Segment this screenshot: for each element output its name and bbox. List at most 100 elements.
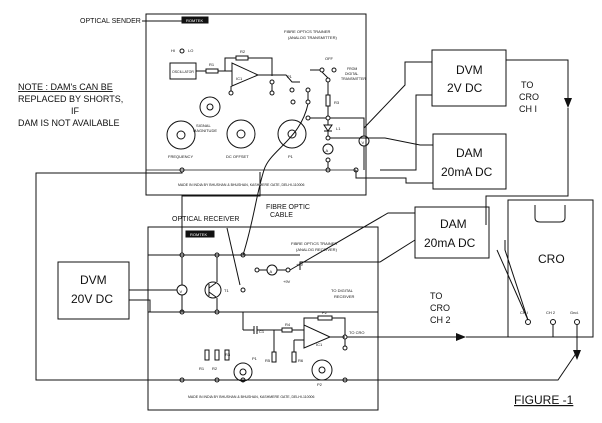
dvm-left-label-2: 20V DC (71, 292, 113, 306)
cro-ch2-terminal (550, 319, 556, 325)
to-digital-receiver-2: RECEIVER (334, 294, 355, 299)
rx-ammeter-a: A (270, 269, 273, 274)
tx-voltmeter-v: V (362, 140, 365, 145)
rx-r3-label: R3 (225, 352, 231, 357)
r2-resistor (235, 55, 249, 61)
dvm-left-label-1: DVM (80, 273, 107, 287)
r1-label: R1 (209, 62, 215, 67)
cro-ch2-label: CH 2 (546, 310, 556, 315)
annotations: OPTICAL SENDER NOTE : DAM's CAN BE REPLA… (18, 18, 574, 407)
dvm-left: DVM 20V DC (57, 261, 130, 320)
rx-p1-label: P1 (252, 356, 258, 361)
tx-ammeter-symbol (322, 143, 334, 155)
rx-p2-knob-label: P2 (317, 382, 323, 387)
to-cro-ch2-1: TO (430, 291, 442, 301)
dvm-top: DVM 2V DC (431, 49, 507, 107)
cro-ch1-terminal (525, 319, 531, 325)
r6-resistor (291, 351, 297, 363)
p2-label: P2 (322, 310, 328, 315)
fibre-optic-label-1: FIBRE OPTIC (266, 204, 310, 211)
dvm-top-label-2: 2V DC (447, 81, 483, 95)
p1-label: P1 (287, 74, 293, 79)
ic1-label: IC1 (236, 76, 243, 81)
cro: CRO CH I CH 2 Gnd. (507, 199, 594, 338)
note-line-2: REPLACED BY SHORTS, (18, 94, 123, 104)
tx-ammeter-a: A (326, 148, 329, 153)
t1-label: T1 (224, 288, 229, 293)
receiver-title-2: (ANALOG RECEIVER) (296, 247, 338, 252)
note-line-4: DAM IS NOT AVAILABLE (18, 118, 120, 128)
r1-resistor (205, 68, 219, 74)
t1-phototransistor (204, 281, 222, 299)
rx-p1-knob[interactable] (233, 362, 253, 382)
frequency-knob[interactable] (166, 120, 196, 150)
transmitter-brand-badge (181, 16, 209, 24)
to-cro-ch1-1: TO (521, 80, 533, 90)
tx-terminal (228, 90, 234, 96)
rx-p2-knob[interactable] (311, 359, 333, 381)
c1-label: C1 (259, 329, 265, 334)
dam-mid: DAM 20mA DC (414, 206, 490, 259)
transmitter-board: ROMTEK FIBRE OPTICS TRAINER (ANALOG TRAN… (145, 13, 367, 196)
ic1-opamp (231, 62, 260, 87)
off-label: OFF (325, 56, 334, 61)
dam-mid-label-1: DAM (440, 217, 467, 231)
r3-label: R3 (334, 100, 340, 105)
figure-label: FIGURE -1 (514, 393, 574, 407)
transmitter-brand: ROMTEK (186, 18, 203, 23)
r5-resistor (271, 351, 277, 363)
rx-r3-resistor (224, 349, 230, 361)
receiver-board: ROMTEK FIBRE OPTICS TRAINER (ANALOG RECE… (147, 226, 379, 411)
to-cro-ch2-3: CH 2 (430, 315, 451, 325)
to-cro-ch1-2: CRO (519, 92, 539, 102)
cro-ch1-label: CH I (520, 310, 528, 315)
dam-top-label-1: DAM (456, 146, 483, 160)
transmitter-title-1: FIBRE OPTICS TRAINER (284, 29, 330, 34)
to-cro-ch2-2: CRO (430, 303, 450, 313)
r3-resistor (325, 94, 331, 107)
r4-resistor (281, 327, 293, 333)
rx-r1-label: R1 (199, 366, 205, 371)
cro-gnd-label: Gnd. (570, 310, 579, 315)
rx-ic1-label: IC1 (316, 342, 323, 347)
r2-label: R2 (240, 49, 246, 54)
dam-mid-label-2: 20mA DC (424, 236, 476, 250)
hi-label: HI (171, 48, 175, 53)
dam-top-label-2: 20mA DC (441, 165, 493, 179)
receiver-footer: MADE IN INDIA BY BHUSHAN & BHUSHAN, KASH… (188, 395, 314, 399)
frequency-label: FREQUENCY (168, 154, 193, 159)
cro-gnd-terminal (574, 319, 580, 325)
r5-label: R5 (265, 358, 271, 363)
rx-r2-label: R2 (212, 366, 218, 371)
mode-switch (319, 67, 325, 73)
rx-r1-resistor (204, 349, 210, 361)
from-digital-2: DIGITAL (345, 72, 358, 76)
r4-label: R4 (285, 322, 291, 327)
wiring: V (35, 20, 581, 381)
tx-ic1-gnd-terminal (269, 90, 275, 96)
from-digital-3: TRANSMITTER (341, 77, 366, 81)
dc-offset-knob[interactable] (226, 119, 256, 149)
receiver-brand-badge (185, 230, 215, 238)
p2-pot (317, 315, 333, 321)
oscillator-label: OSCILLATOR (172, 70, 194, 74)
optical-sender-label: OPTICAL SENDER (80, 18, 141, 25)
p1-knob[interactable] (277, 119, 307, 149)
tx-p1-terminal-2 (305, 87, 311, 93)
dam-top: DAM 20mA DC (432, 133, 507, 190)
r6-label: R6 (298, 358, 304, 363)
tx-p1-terminal (289, 87, 295, 93)
cro-label: CRO (538, 252, 565, 266)
optical-receiver-label: OPTICAL RECEIVER (172, 216, 239, 223)
to-digital-receiver-1: TO DIGITAL (331, 288, 354, 293)
signal-magnitude-knob[interactable] (199, 96, 221, 118)
transmitter-footer: MADE IN INDIA BY BHUSHAN & BHUSHAN, KASH… (178, 183, 304, 187)
rx-ic1-opamp (303, 324, 332, 349)
l1-led (323, 124, 333, 132)
l1-label: L1 (336, 126, 341, 131)
note-line-1: NOTE : DAM's CAN BE (18, 82, 113, 92)
signal-magnitude-2: MAGNITUDE (193, 128, 217, 133)
receiver-title-1: FIBRE OPTICS TRAINER (291, 241, 337, 246)
to-cro-label: TO CRO (349, 330, 364, 335)
